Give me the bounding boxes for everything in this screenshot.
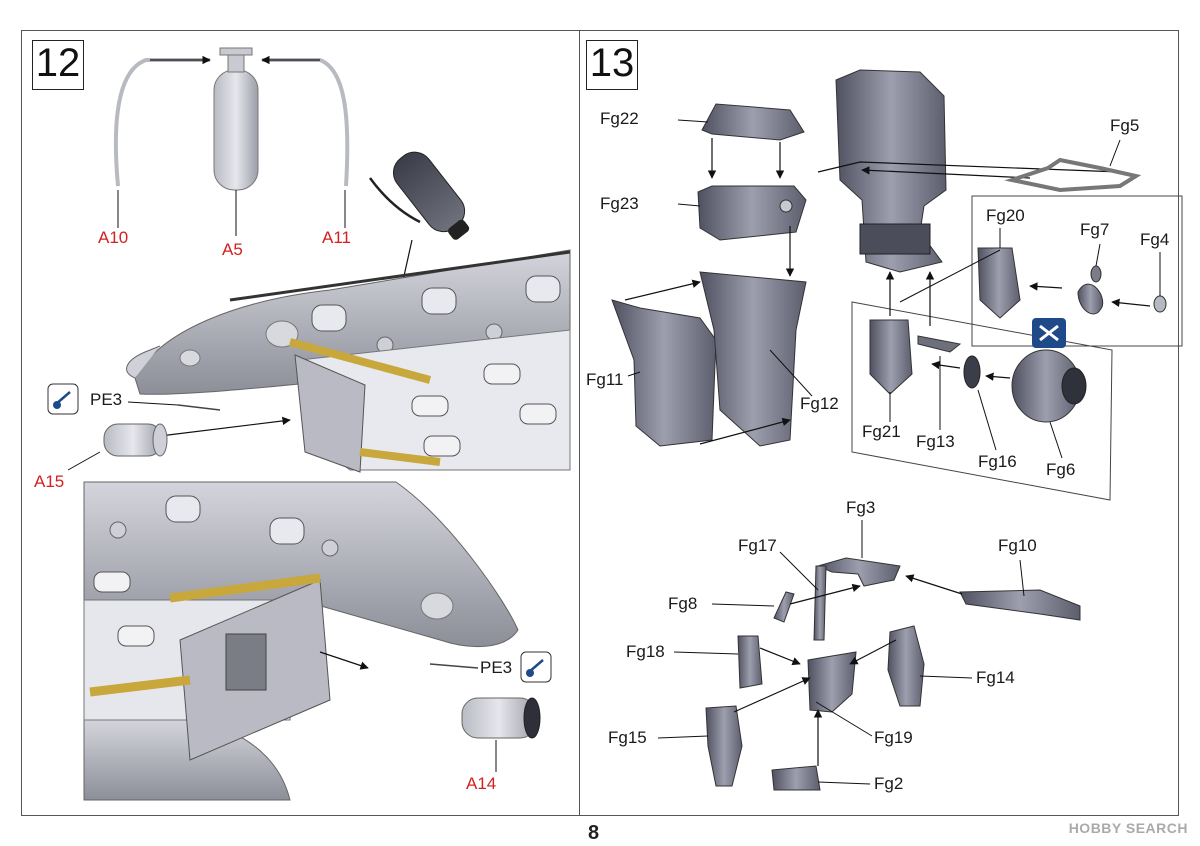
part-fg22 bbox=[701, 103, 805, 141]
hose-a10 bbox=[113, 58, 210, 187]
photo-etch-icon bbox=[47, 383, 79, 415]
part-label-fg5: Fg5 bbox=[1110, 116, 1140, 135]
part-label-fg6: Fg6 bbox=[1046, 460, 1076, 479]
part-label-a14: A14 bbox=[466, 774, 497, 793]
part-fg16 bbox=[963, 355, 981, 389]
part-label-a15: A15 bbox=[34, 472, 65, 491]
part-label-fg15: Fg15 bbox=[608, 728, 647, 747]
part-a14 bbox=[461, 697, 541, 739]
part-label-fg18: Fg18 bbox=[626, 642, 665, 661]
photo-etch-icon-lower bbox=[520, 651, 552, 683]
part-label-a5: A5 bbox=[222, 240, 243, 259]
part-label-fg2: Fg2 bbox=[874, 774, 904, 793]
part-label-fg3: Fg3 bbox=[846, 498, 876, 517]
part-label-fg22: Fg22 bbox=[600, 109, 639, 128]
part-fg4 bbox=[1153, 295, 1167, 313]
part-fg7 bbox=[1077, 265, 1104, 315]
part-fg23 bbox=[697, 185, 807, 241]
part-fg18 bbox=[737, 635, 763, 689]
page-number: 8 bbox=[588, 822, 600, 844]
part-label-fg17: Fg17 bbox=[738, 536, 777, 555]
part-fg15 bbox=[705, 705, 743, 787]
step-13-number: 13 bbox=[586, 40, 638, 90]
part-label-fg10: Fg10 bbox=[998, 536, 1037, 555]
part-fg8 bbox=[773, 591, 795, 623]
part-fg17 bbox=[813, 565, 827, 641]
watermark: HOBBY SEARCH bbox=[1068, 820, 1188, 836]
part-label-fg11: Fg11 bbox=[586, 370, 624, 389]
sub-assembly-box-upper bbox=[971, 195, 1183, 347]
part-label-fg14: Fg14 bbox=[976, 668, 1015, 687]
part-fg10 bbox=[959, 589, 1081, 621]
part-fg2 bbox=[771, 765, 821, 791]
part-fg14 bbox=[887, 625, 925, 707]
part-fg20 bbox=[977, 247, 1021, 319]
pe3-part-bottom bbox=[429, 663, 479, 669]
alternative-parts-icon bbox=[1032, 318, 1066, 348]
part-label-fg4: Fg4 bbox=[1140, 230, 1170, 249]
air-bottle-a5 bbox=[213, 47, 259, 191]
part-label-fg16: Fg16 bbox=[978, 452, 1017, 471]
part-label-fg12: Fg12 bbox=[800, 394, 839, 413]
foot-pump bbox=[392, 151, 470, 240]
part-label-fg23: Fg23 bbox=[600, 194, 639, 213]
part-label-a10: A10 bbox=[98, 228, 129, 247]
step-13-panel bbox=[579, 30, 1179, 816]
step-12-number: 12 bbox=[32, 40, 84, 90]
boat-transom-lower bbox=[83, 571, 331, 761]
hose-a11 bbox=[262, 58, 350, 187]
part-fg3 bbox=[816, 557, 901, 587]
part-fg6 bbox=[1011, 349, 1087, 423]
pe3-part-top bbox=[177, 404, 221, 411]
part-fg5 bbox=[1004, 157, 1142, 193]
part-fg21 bbox=[869, 319, 913, 395]
part-label-fg21: Fg21 bbox=[862, 422, 901, 441]
part-label-pe3-top: PE3 bbox=[90, 390, 123, 409]
part-fg12 bbox=[699, 271, 807, 447]
part-label-fg8: Fg8 bbox=[668, 594, 698, 613]
part-label-fg19: Fg19 bbox=[874, 728, 913, 747]
part-label-fg13: Fg13 bbox=[916, 432, 955, 451]
part-a15 bbox=[103, 423, 168, 457]
sub-assembly-box-lower bbox=[851, 301, 1113, 501]
part-label-pe3-bottom: PE3 bbox=[480, 658, 513, 677]
part-label-fg7: Fg7 bbox=[1080, 220, 1110, 239]
part-label-fg20: Fg20 bbox=[986, 206, 1025, 225]
part-fg11 bbox=[611, 299, 717, 447]
boat-tube-lower bbox=[83, 481, 519, 801]
part-fg13 bbox=[917, 335, 962, 353]
part-label-a11: A11 bbox=[322, 228, 351, 247]
boat-transom-upper bbox=[288, 329, 571, 473]
part-fg19 bbox=[807, 651, 857, 713]
